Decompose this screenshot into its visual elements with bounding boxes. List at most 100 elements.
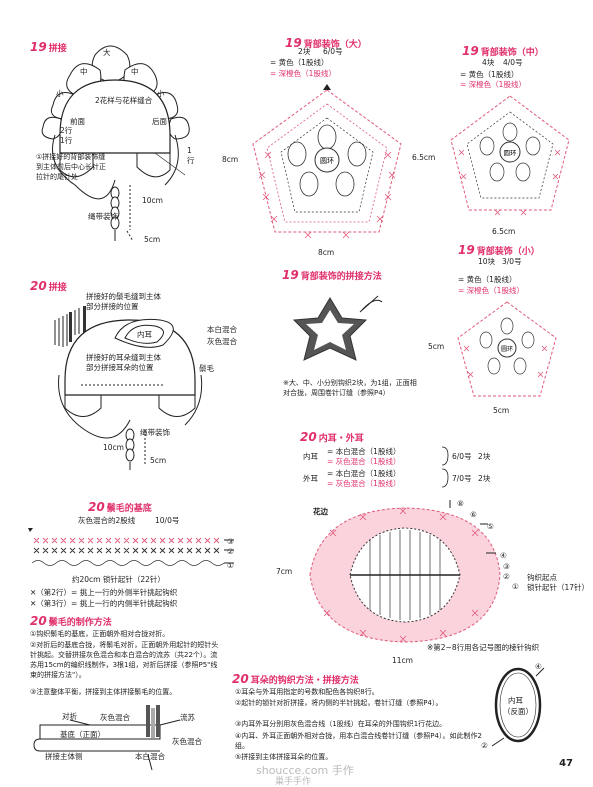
section-b-label3: 拼接好的耳朵缝到主体 bbox=[86, 353, 161, 362]
ear-method-num: 20 bbox=[232, 672, 249, 686]
ears-title: 内耳・外耳 bbox=[318, 434, 364, 444]
back-small-pieces: 10块 bbox=[478, 257, 496, 266]
ears-m5: ⑤ bbox=[487, 522, 494, 531]
back-medium-width: 6.5cm bbox=[492, 227, 516, 236]
back-large-title: 背部装饰（大） bbox=[303, 40, 367, 50]
mane-base-num: 20 bbox=[88, 500, 105, 514]
section-b-inner: 内耳 bbox=[137, 330, 152, 339]
label-center: 2花样与花样缝合 bbox=[95, 96, 153, 105]
ears-height: 7cm bbox=[276, 567, 293, 576]
mane-method-title: 鬃毛的制作方法 bbox=[48, 618, 112, 628]
mane-base-title: 鬃毛的基底 bbox=[106, 504, 152, 514]
mane-method-s1: ①钩织鬃毛的基底，正面朝外相对合拢对折。 bbox=[30, 630, 170, 638]
mane-base-chart bbox=[28, 528, 234, 566]
ears-outer: 外耳 bbox=[303, 474, 318, 483]
mane-method-main: 拼接主体侧 bbox=[45, 752, 83, 761]
mane-method-diagram bbox=[33, 705, 181, 770]
mane-method-base: 基底（正面） bbox=[60, 730, 105, 739]
ear-method-s2: ②起针的锁针对折拼接，将内侧的半针挑起，卷针订缝（参照P4）。 bbox=[235, 699, 443, 707]
back-large-width: 8cm bbox=[318, 248, 335, 257]
ears-in1: = 本白混合（1股线） bbox=[327, 447, 401, 456]
ear-method-m4: ④ bbox=[535, 662, 542, 671]
back-small-num: 19 bbox=[458, 243, 475, 257]
page-number: 47 bbox=[559, 758, 573, 769]
back-medium-pieces: 4块 bbox=[482, 58, 495, 67]
section-b-label4: 部分拼接耳朵的位置 bbox=[86, 363, 154, 372]
ears-foot: ※第2~8行用各记号图的棱针钩织 bbox=[427, 643, 540, 652]
mane-base-hook: 10/0号 bbox=[155, 516, 180, 525]
ears-count1: 2块 bbox=[478, 452, 491, 461]
mane-base-r3: ③ bbox=[227, 537, 234, 546]
mane-method-fold: 对折 bbox=[62, 712, 77, 721]
ear-method-s1: ①耳朵与外耳用指定的号数和配色各钩织8行。 bbox=[235, 688, 379, 696]
mane-method-tassel: 流苏 bbox=[180, 713, 195, 722]
earflap-right bbox=[136, 153, 171, 178]
label-rope-a: 绳带装饰 bbox=[88, 212, 118, 221]
section-a-num: 19 bbox=[30, 40, 47, 54]
back-medium-title: 背部装饰（中） bbox=[480, 48, 544, 58]
section-a-note: ①拼接好的背部装饰缝到主体前后中心长针正拉针的尾针处 bbox=[36, 153, 106, 181]
mane-method-white: 本白混合 bbox=[135, 752, 165, 761]
label-row2: 2行 bbox=[60, 126, 73, 135]
back-large-num: 19 bbox=[285, 36, 302, 50]
back-small-height: 5cm bbox=[428, 342, 445, 351]
watermark-2: 巢手手作 bbox=[275, 777, 312, 787]
ears-m4: ④ bbox=[500, 551, 507, 560]
back-medium-height: 6.5cm bbox=[412, 153, 436, 162]
back-medium-num: 19 bbox=[462, 44, 479, 58]
label-5cm-a: 5cm bbox=[144, 235, 161, 244]
ears-m3: ③ bbox=[503, 562, 510, 571]
back-large-height: 8cm bbox=[222, 155, 239, 164]
label-mid-left: 中 bbox=[80, 67, 88, 76]
section-b-title: 拼接 bbox=[48, 283, 67, 293]
ears-hook1: 6/0号 bbox=[452, 452, 472, 461]
ear-method-back: （反面） bbox=[503, 707, 533, 716]
ears-in2: = 灰色混合（1股线） bbox=[327, 457, 401, 466]
back-small-legend1: = 黄色（1股线） bbox=[458, 275, 517, 284]
mane-base-r2: ② bbox=[227, 547, 234, 556]
label-back: 后面 bbox=[152, 117, 167, 126]
section-b-label1: 拼接好的鬃毛缝到主体 bbox=[86, 292, 161, 301]
label-small-right: 小 bbox=[157, 89, 165, 98]
mane-base-note2: ✕（第3行）= 挑上一行的内侧半针挑起钩织 bbox=[30, 599, 178, 608]
ear-assembly-diagram bbox=[491, 667, 545, 747]
mane-base-r1: ① bbox=[227, 561, 234, 570]
ears-start: 钩织起点 bbox=[527, 573, 557, 582]
back-large-center: 圆环 bbox=[320, 157, 334, 165]
back-medium-chart: 圆环 bbox=[450, 95, 570, 216]
ear-chart bbox=[309, 500, 501, 643]
mane-base-yarn: 灰色混合的2股线 bbox=[78, 516, 136, 525]
hat-assembly-diagram bbox=[41, 45, 190, 242]
mane-method-s2: ②对折后的基底合拢，将鬃毛对折，正面朝外用起针的短针头针挑起。交替拼接灰色混合和… bbox=[30, 641, 219, 679]
ear-method-s5: ⑤拼接到主体拼接耳朵的位置。 bbox=[235, 753, 333, 761]
ears-hook2: 7/0号 bbox=[452, 474, 472, 483]
back-small-chart: 圆环 bbox=[457, 301, 557, 397]
ears-out2: = 灰色混合（1股线） bbox=[327, 479, 401, 488]
section-b-len2: 5cm bbox=[150, 456, 167, 465]
mane-base-note1: ✕（第2行）= 挑上一行的外侧半针挑起钩织 bbox=[30, 588, 178, 597]
back-large-hook: 6/0号 bbox=[323, 47, 343, 56]
ear-method-s4: ④内耳、外耳正面朝外相对合拢，用本白混合线卷针订缝（参照P4）。如此制作2组。 bbox=[235, 732, 482, 750]
section-b-rope: 绳带装饰 bbox=[140, 428, 170, 437]
mane-base-width: 约20cm 锁针起针（22针） bbox=[72, 575, 165, 584]
label-front: 前面 bbox=[70, 117, 85, 126]
mane-method-s3: ③注意整体平衡，拼接到主体拼接鬃毛的位置。 bbox=[30, 688, 177, 696]
label-mid-right: 中 bbox=[131, 67, 139, 76]
ears-num: 20 bbox=[300, 430, 317, 444]
join-method-title: 背部装饰的拼接方法 bbox=[300, 272, 382, 282]
mane-method-gray2: 灰色混合 bbox=[172, 737, 202, 746]
back-small-width: 5cm bbox=[493, 406, 510, 415]
section-a-title: 拼接 bbox=[48, 44, 67, 54]
ears-m1: ① bbox=[512, 582, 519, 591]
back-medium-legend1: = 黄色（1股线） bbox=[460, 70, 519, 79]
back-medium-center: 圆环 bbox=[504, 149, 518, 157]
label-small-left: 小 bbox=[56, 89, 64, 98]
hat-body bbox=[59, 79, 171, 154]
